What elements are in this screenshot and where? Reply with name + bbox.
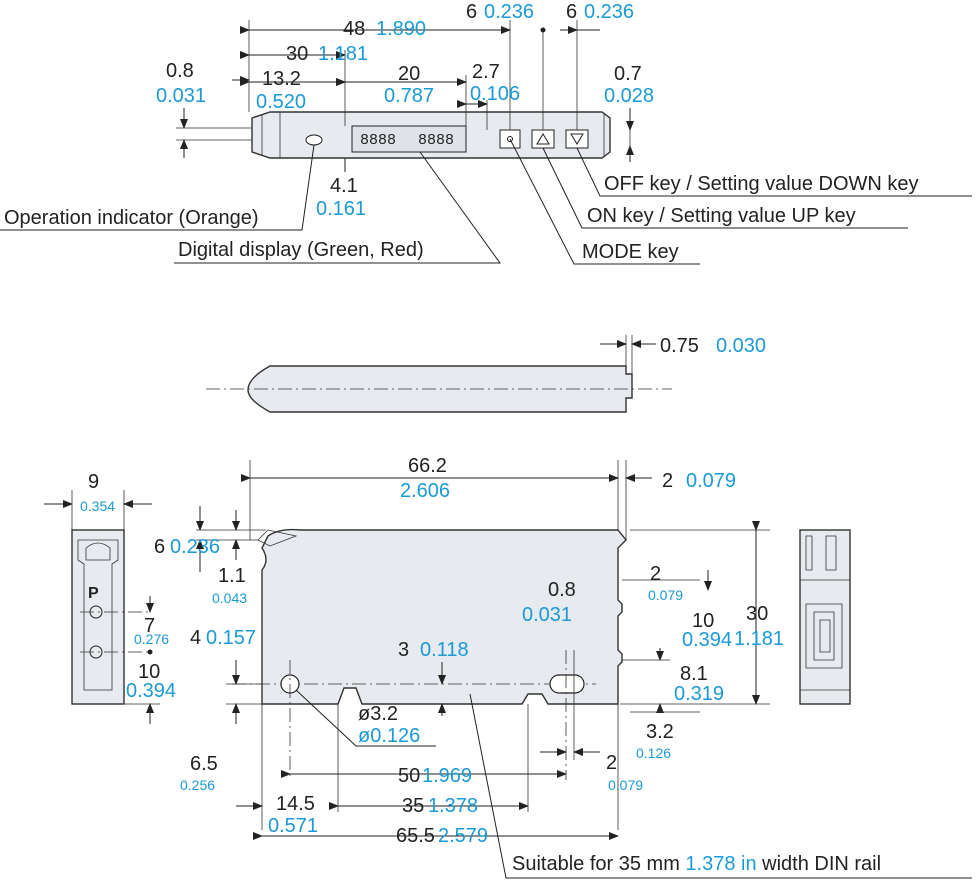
- top-dim-27-mm: 2.7: [472, 61, 500, 83]
- operation-indicator-callout: Operation indicator (Orange): [4, 207, 259, 229]
- top-dim-27-in: 0.106: [470, 83, 520, 105]
- front-dim-50-mm: 50: [398, 765, 420, 787]
- left-dim-7-in: 0.276: [134, 631, 169, 647]
- top-dim-20-in: 0.787: [384, 85, 434, 107]
- top-view: 8888 8888 48 1.890 6 0.236 6 0.236 30 1.…: [0, 1, 972, 265]
- front-dim-655-in: 2.579: [438, 825, 488, 847]
- top-dim-48-mm: 48: [343, 18, 365, 40]
- front-dim-662-in: 2.606: [400, 480, 450, 502]
- top-dim-6a-in: 0.236: [484, 1, 534, 23]
- top-dim-6b-in: 0.236: [584, 1, 634, 23]
- front-dim-10-mm: 10: [692, 610, 714, 632]
- mode-key-callout: MODE key: [582, 241, 679, 263]
- left-dim-9-mm: 9: [88, 471, 99, 493]
- side-dim-075-in: 0.030: [716, 335, 766, 357]
- side-dim-075-mm: 0.75: [660, 335, 699, 357]
- front-dim-08-in: 0.031: [522, 604, 572, 626]
- top-dim-48-in: 1.890: [376, 18, 426, 40]
- front-dim-3-mm: 3: [398, 639, 409, 661]
- front-dim-30-mm: 30: [746, 603, 768, 625]
- front-dim-dia-mm: ø3.2: [358, 703, 398, 725]
- left-end-body: [71, 529, 125, 705]
- front-dim-3-in: 0.118: [420, 639, 469, 661]
- display-digits-left: 8888: [360, 132, 396, 149]
- on-key-callout: ON key / Setting value UP key: [587, 205, 856, 227]
- top-dim-30-mm: 30: [286, 43, 308, 65]
- left-end-logo: P: [88, 585, 99, 602]
- top-dim-6a-mm: 6: [466, 1, 477, 23]
- front-dim-30-in: 1.181: [734, 628, 784, 650]
- top-dim-20-mm: 20: [398, 63, 420, 85]
- front-dim-65-in: 0.256: [180, 777, 215, 793]
- front-dim-2c-in: 0.079: [608, 777, 643, 793]
- up-triangle-icon: [536, 133, 550, 145]
- front-dim-35-in: 1.378: [428, 795, 478, 817]
- left-dim-10-mm: 10: [138, 661, 160, 683]
- right-end-body: [799, 529, 851, 705]
- operation-indicator-led: [305, 134, 323, 146]
- front-dim-2a-mm: 2: [662, 470, 673, 492]
- left-dim-7-mm: 7: [144, 615, 155, 637]
- front-dim-4-mm: 4: [190, 627, 201, 649]
- top-dim-08-mm: 0.8: [166, 60, 194, 82]
- front-dim-81-in: 0.319: [674, 683, 724, 705]
- front-dim-11-mm: 1.1: [218, 565, 246, 587]
- left-dim-9-in: 0.354: [80, 498, 115, 514]
- front-dim-2a-in: 0.079: [686, 470, 736, 492]
- front-dim-35-mm: 35: [402, 795, 424, 817]
- front-dim-11-in: 0.043: [212, 590, 247, 606]
- digital-display-callout: Digital display (Green, Red): [178, 239, 424, 261]
- front-dim-662-mm: 66.2: [408, 455, 447, 477]
- left-end-view: P 9 0.354 7 0.276 10 0.394: [44, 471, 176, 724]
- on-key[interactable]: [531, 129, 555, 149]
- top-dim-6b-mm: 6: [566, 1, 577, 23]
- front-dim-08-mm: 0.8: [548, 579, 576, 601]
- front-dim-2b-mm: 2: [650, 563, 661, 585]
- front-dim-65-mm: 6.5: [190, 753, 218, 775]
- front-view-body: [261, 528, 627, 705]
- front-dim-6-mm: 6: [154, 536, 165, 558]
- right-end-view: [799, 529, 851, 705]
- top-dim-07-mm: 0.7: [614, 63, 642, 85]
- front-dim-81-mm: 8.1: [680, 663, 708, 685]
- front-dim-655-mm: 65.5: [396, 825, 435, 847]
- front-view: 66.2 2.606 2 0.079 6 0.236 1.1 0.043 0.8…: [154, 455, 972, 879]
- mounting-hole-slot: [549, 674, 585, 694]
- top-dim-08-in: 0.031: [156, 85, 206, 107]
- top-dim-07-in: 0.028: [604, 85, 654, 107]
- front-dim-32-mm: 3.2: [646, 721, 674, 743]
- front-dim-32-in: 0.126: [636, 745, 671, 761]
- front-dim-145-in: 0.571: [268, 815, 318, 837]
- front-dim-4-in: 0.157: [206, 627, 256, 649]
- front-dim-10-in: 0.394: [682, 629, 732, 651]
- front-dim-145-mm: 14.5: [276, 793, 315, 815]
- side-view: 0.75 0.030: [206, 335, 766, 413]
- top-dim-132-mm: 13.2: [262, 68, 301, 90]
- off-key[interactable]: [565, 129, 589, 149]
- front-dim-50-in: 1.969: [422, 765, 472, 787]
- top-dim-41-mm: 4.1: [330, 175, 358, 197]
- mode-key-dot-icon: [507, 136, 513, 142]
- top-dim-41-in: 0.161: [316, 198, 366, 220]
- front-dim-2c-mm: 2: [606, 752, 617, 774]
- down-triangle-icon: [570, 133, 584, 145]
- front-dim-2b-in: 0.079: [648, 587, 683, 603]
- display-digits-right: 8888: [418, 132, 454, 149]
- digital-display: [351, 125, 467, 153]
- top-dim-132-in: 0.520: [256, 91, 306, 113]
- front-dim-6-in: 0.236: [170, 536, 220, 558]
- din-rail-callout: Suitable for 35 mm 1.378 in width DIN ra…: [512, 853, 881, 875]
- left-dim-10-in: 0.394: [126, 680, 176, 702]
- off-key-callout: OFF key / Setting value DOWN key: [604, 173, 919, 195]
- top-dim-30-in: 1.181: [318, 43, 368, 65]
- front-dim-dia-in: ø0.126: [358, 725, 420, 747]
